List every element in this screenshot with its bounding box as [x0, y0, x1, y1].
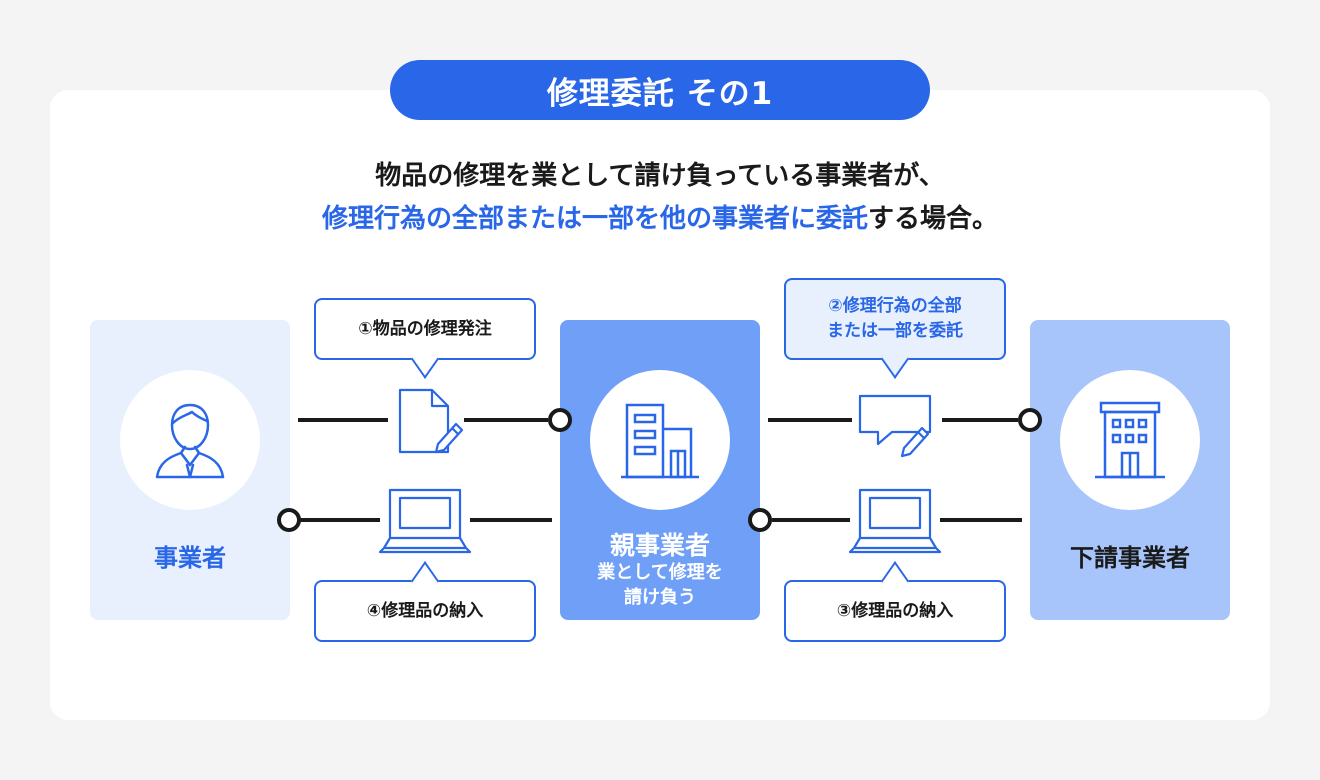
order-line-endpoint — [548, 408, 572, 432]
office-building-icon — [621, 403, 699, 479]
headline-highlight: 修理行為の全部または一部を他の事業者に委託 — [321, 204, 868, 234]
parent-sublabel-line-2: 請け負う — [624, 587, 696, 608]
laptop-icon — [848, 486, 942, 554]
parent-icon-circle — [590, 370, 730, 510]
return-line-left-endpoint — [277, 508, 301, 532]
parent-label: 親事業者 — [609, 531, 710, 560]
step-4-bubble: ④修理品の納入 — [314, 561, 536, 642]
parent-panel: 親事業者 業として修理を 請け負う — [560, 320, 760, 620]
step-3-bubble: ③修理品の納入 — [784, 561, 1006, 642]
step-2-text: ②修理行為の全部 または一部を委託 — [827, 294, 963, 344]
building-icon — [1095, 401, 1165, 479]
step-2-line-1: ②修理行為の全部 — [828, 296, 962, 316]
step-1-label: ①物品の修理発注 — [358, 318, 492, 339]
step-4-label: ④修理品の納入 — [366, 600, 484, 621]
person-icon — [155, 403, 225, 479]
document-pen-icon — [388, 380, 464, 456]
laptop-icon — [378, 486, 472, 554]
parent-sublabel-line-1: 業として修理を — [597, 562, 723, 583]
client-panel: 事業者 — [90, 320, 290, 620]
client-label: 事業者 — [154, 544, 226, 572]
step-1-bubble: ①物品の修理発注 — [314, 298, 536, 379]
headline-line-1: 物品の修理を業として請け負っている事業者が、 — [375, 161, 945, 191]
step-2-line-2: または一部を委託 — [827, 321, 963, 341]
subcontractor-icon-circle — [1060, 370, 1200, 510]
parent-sublabel: 業として修理を 請け負う — [560, 560, 760, 610]
chat-pen-icon — [852, 388, 942, 458]
headline: 物品の修理を業として請け負っている事業者が、 修理行為の全部または一部を他の事業… — [0, 155, 1320, 241]
step-3-label: ③修理品の納入 — [836, 600, 954, 621]
return-line-right-endpoint — [748, 508, 772, 532]
subcontractor-panel: 下請事業者 — [1030, 320, 1230, 620]
headline-rest: する場合。 — [868, 204, 999, 234]
headline-line-2: 修理行為の全部または一部を他の事業者に委託する場合。 — [0, 198, 1320, 241]
page-title: 修理委託 その1 — [390, 60, 930, 120]
client-icon-circle — [120, 370, 260, 510]
subcontractor-label: 下請事業者 — [1070, 544, 1190, 572]
delegate-line-endpoint — [1018, 408, 1042, 432]
step-2-bubble: ②修理行為の全部 または一部を委託 — [784, 278, 1006, 379]
